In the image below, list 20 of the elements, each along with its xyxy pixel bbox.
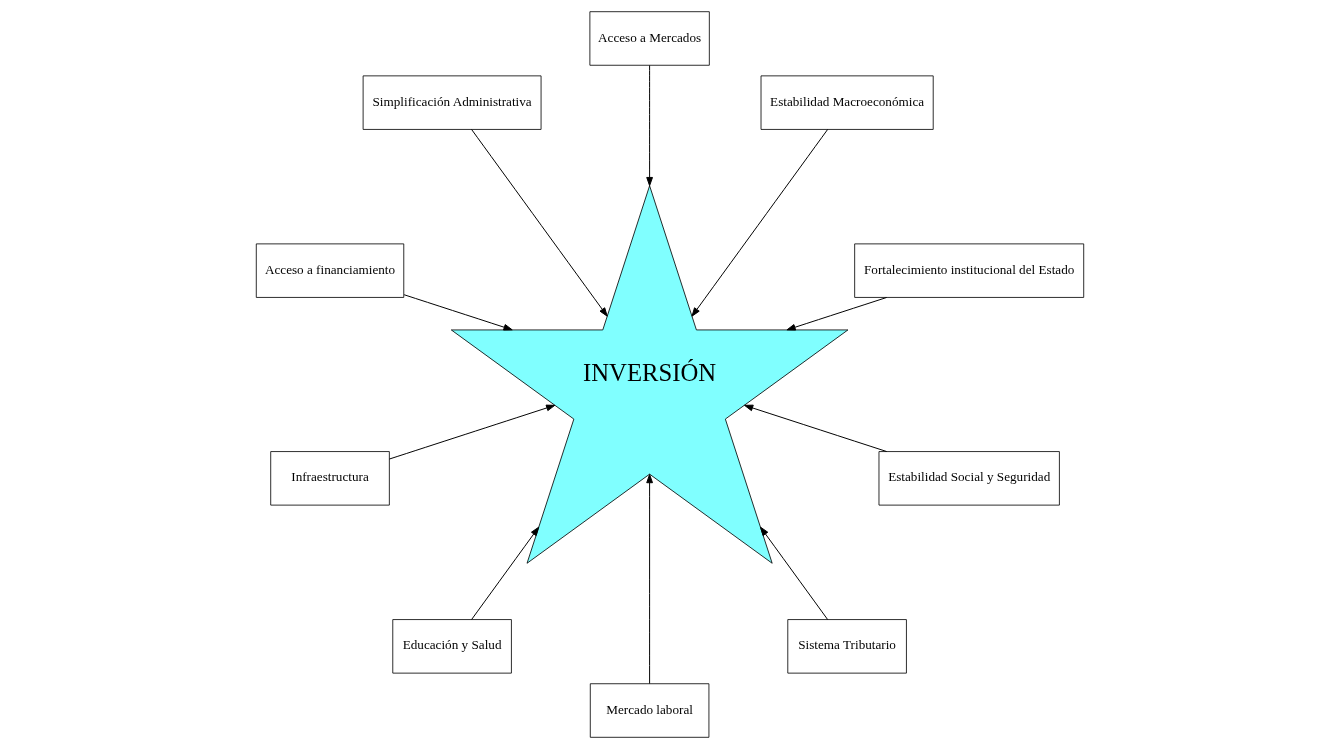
arrow xyxy=(785,296,887,331)
node-box: Estabilidad Macroeconómica xyxy=(760,75,934,130)
arrow xyxy=(388,404,555,460)
arrow xyxy=(759,526,828,621)
node-box: Acceso a financiamiento xyxy=(255,243,404,298)
arrow xyxy=(403,294,513,331)
node-box: Simplificación Administrativa xyxy=(362,75,541,130)
node-box: Sistema Tributario xyxy=(786,619,907,674)
arrow xyxy=(645,64,653,187)
node-box: Educación y Salud xyxy=(391,619,512,674)
arrow xyxy=(645,473,653,685)
arrow xyxy=(470,128,608,317)
arrow xyxy=(470,526,539,621)
arrow xyxy=(691,128,828,317)
node-box: Fortalecimiento institucional del Estado xyxy=(853,243,1084,298)
node-box: Acceso a Mercados xyxy=(588,11,710,66)
node-box: Estabilidad Social y Seguridad xyxy=(878,451,1060,506)
arrow xyxy=(743,404,887,453)
node-box: Mercado laboral xyxy=(589,683,709,738)
node-box: Infraestructura xyxy=(269,451,390,506)
